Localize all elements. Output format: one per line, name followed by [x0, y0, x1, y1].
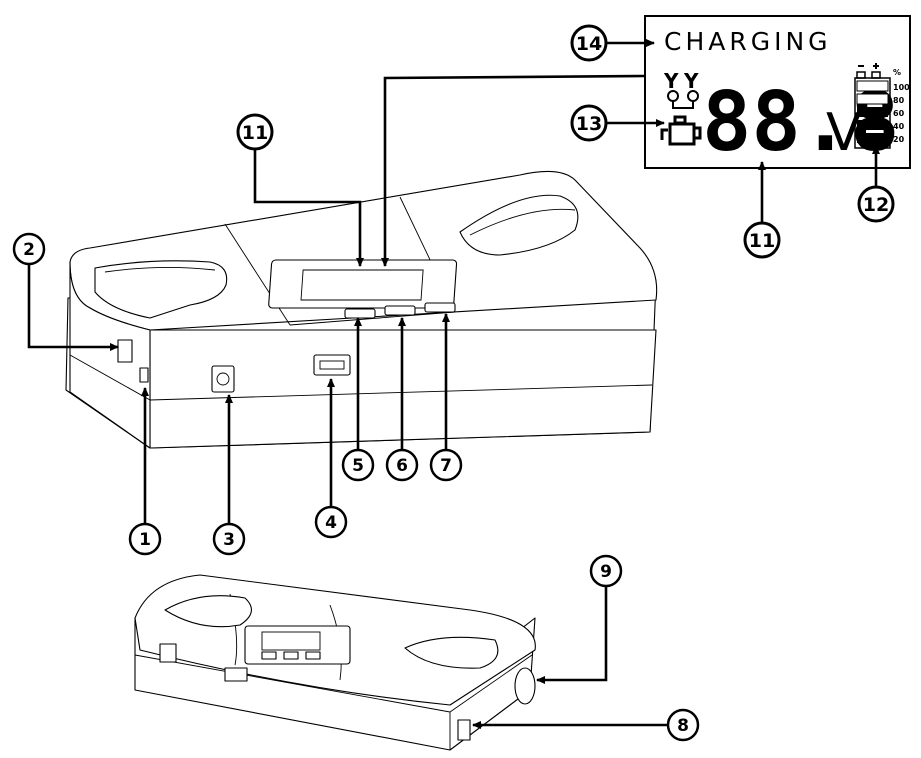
callout-11-device: 11 [236, 113, 274, 151]
battery-scale-100: 100 [893, 83, 910, 92]
svg-text:3: 3 [223, 530, 235, 550]
left-side-port [117, 339, 133, 363]
callouts: 1 2 3 4 5 6 7 8 9 11 11 12 13 14 [12, 24, 895, 742]
lcd-detail-panel: CHARGING Y Y 88.8 V [644, 15, 911, 170]
callout-8: 8 [666, 708, 700, 742]
engine-icon [660, 115, 702, 146]
svg-text:Y: Y [683, 69, 699, 93]
device2-button-2[interactable] [283, 651, 299, 660]
left-side-switch [139, 367, 149, 383]
usb-output-port [313, 354, 351, 376]
battery-bar-80 [856, 93, 889, 105]
svg-text:9: 9 [600, 562, 612, 582]
device-button-left[interactable] [344, 308, 376, 319]
battery-bar-20 [857, 133, 888, 143]
callout-6: 6 [385, 448, 419, 482]
svg-text:6: 6 [396, 456, 408, 476]
device-lcd-screen [268, 259, 458, 309]
device2-button-3[interactable] [305, 651, 321, 660]
callout-7: 7 [429, 448, 463, 482]
callout-1: 1 [128, 522, 162, 556]
svg-text:8: 8 [677, 716, 689, 736]
svg-text:12: 12 [863, 194, 889, 216]
flashlight-lens [514, 667, 536, 705]
svg-text:14: 14 [576, 33, 602, 55]
callout-9: 9 [589, 554, 623, 588]
lcd-status-text: CHARGING [664, 27, 832, 56]
device2-usb-port [224, 667, 248, 682]
callout-5: 5 [341, 448, 375, 482]
callout-11-lcd: 11 [743, 221, 781, 259]
jumper-clamps-icon: Y Y [663, 69, 699, 109]
callout-13: 13 [570, 104, 608, 142]
device2-left-pad [164, 595, 252, 628]
battery-scale-60: 60 [893, 109, 905, 118]
main-device [65, 170, 658, 449]
svg-text:7: 7 [440, 456, 452, 476]
callout-4: 4 [314, 505, 348, 539]
svg-text:2: 2 [23, 240, 35, 260]
device-button-middle[interactable] [384, 305, 416, 316]
callout-3: 3 [212, 522, 246, 556]
device-left-face [69, 261, 151, 449]
battery-scale-40: 40 [893, 122, 905, 131]
battery-bar-100 [856, 80, 889, 92]
svg-text:11: 11 [242, 122, 268, 144]
device2-dc-port [159, 643, 177, 663]
battery-bar-60 [857, 107, 888, 117]
svg-text:5: 5 [352, 456, 364, 476]
secondary-device [134, 574, 536, 751]
side-switch [457, 719, 471, 741]
battery-scale-20: 20 [893, 135, 905, 144]
svg-text:4: 4 [325, 513, 337, 533]
callout-12: 12 [857, 185, 895, 223]
battery-scale-80: 80 [893, 96, 905, 105]
lcd-voltage-unit: V [826, 103, 862, 163]
callout-2: 2 [12, 232, 46, 266]
left-grip-pad [94, 260, 228, 319]
leader-lines [27, 39, 880, 729]
svg-text:13: 13 [576, 113, 602, 135]
svg-text:Y: Y [663, 69, 679, 93]
svg-text:1: 1 [139, 530, 151, 550]
callout-14: 14 [570, 24, 608, 62]
battery-percent-symbol: % [893, 68, 901, 77]
device2-button-1[interactable] [261, 651, 277, 660]
svg-text:11: 11 [749, 230, 775, 252]
device-button-right[interactable] [424, 302, 456, 313]
battery-bar-40 [857, 120, 888, 130]
dc-input-port [211, 365, 235, 393]
device2-right-pad [404, 636, 499, 669]
